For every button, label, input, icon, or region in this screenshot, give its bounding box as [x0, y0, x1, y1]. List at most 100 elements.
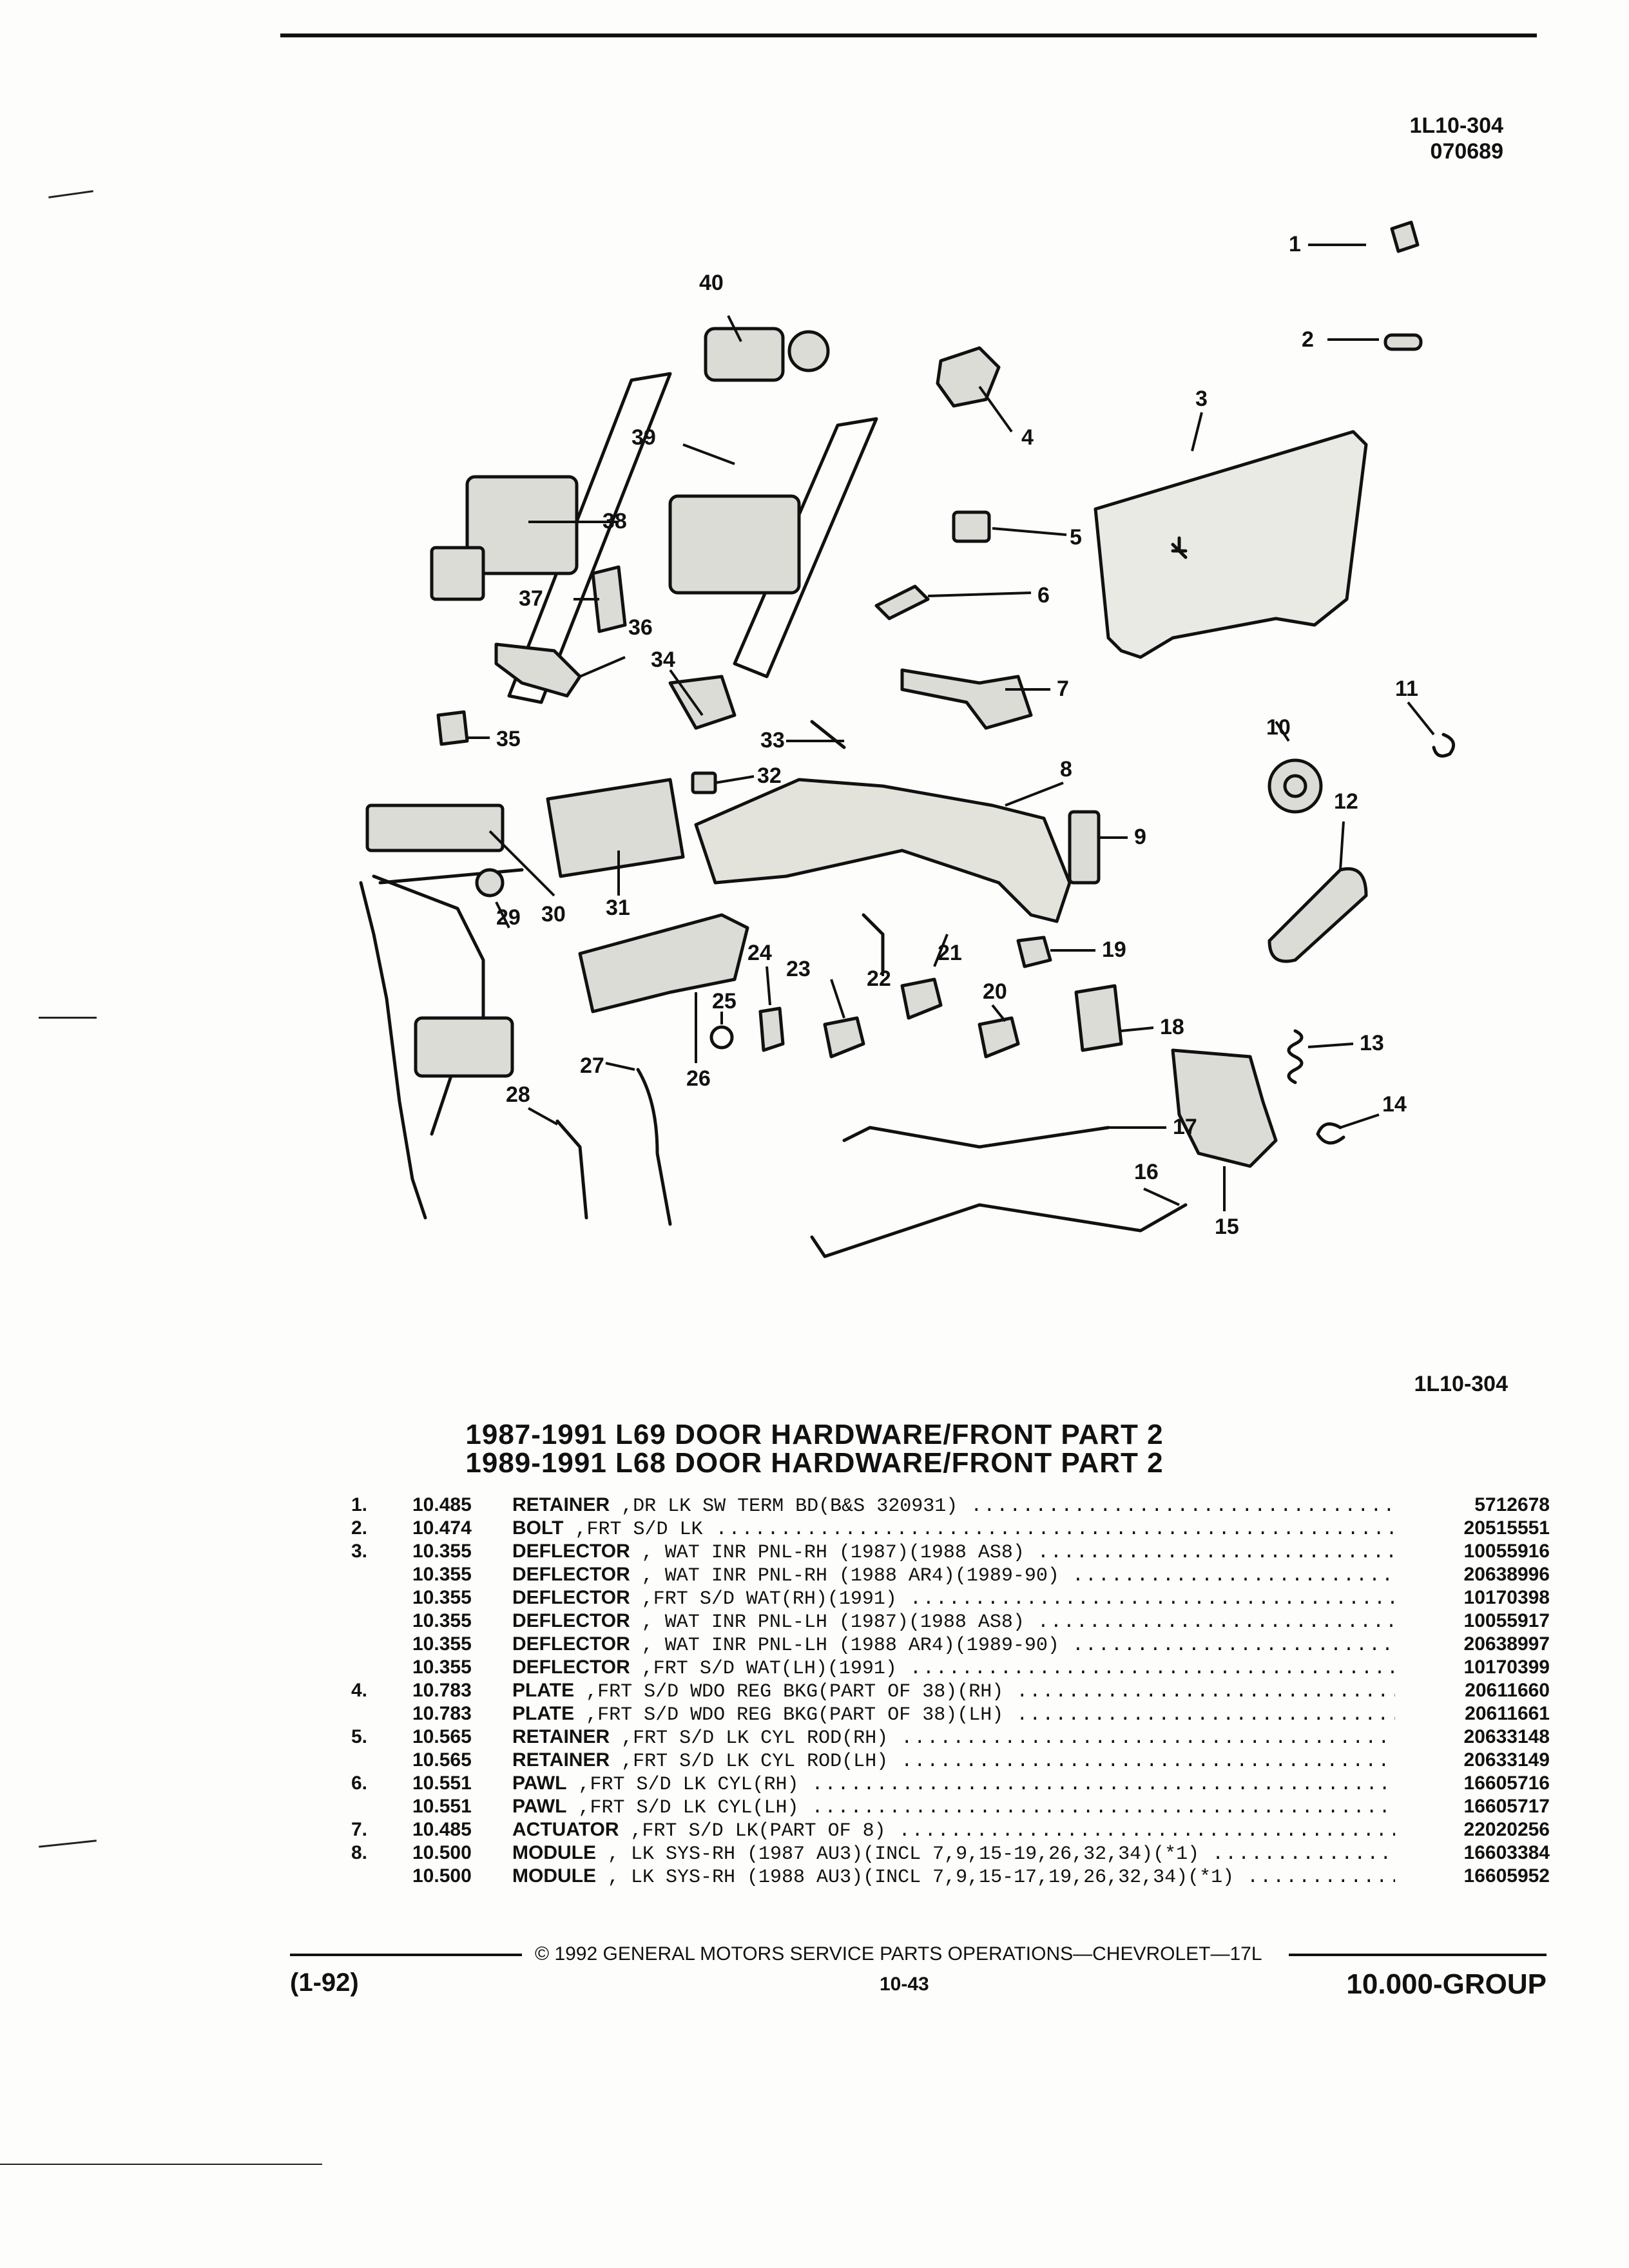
- copyright-line: © 1992 GENERAL MOTORS SERVICE PARTS OPER…: [535, 1943, 1262, 1965]
- door-pocket: [414, 1016, 514, 1078]
- scan-mark: [39, 1840, 97, 1848]
- pawl-6: [874, 584, 930, 620]
- callout-39: 39: [631, 425, 656, 450]
- leader-dots: ........................................…: [909, 1588, 1395, 1610]
- part-number: 10055917: [1463, 1610, 1550, 1631]
- group-code: 10.551: [412, 1773, 472, 1794]
- leader-dots: ........................................…: [1016, 1681, 1395, 1703]
- leader-lines: [467, 244, 1435, 1211]
- part-34: [668, 675, 737, 730]
- item-index: 6.: [351, 1773, 368, 1794]
- part-detail: ,FRT S/D WDO REG BKG(PART OF 38)(RH): [574, 1681, 1004, 1703]
- part-number: 20638997: [1463, 1633, 1550, 1655]
- part-number: 10055916: [1463, 1541, 1550, 1562]
- part-description: DEFLECTOR ,FRT S/D WAT(LH)(1991) .......…: [512, 1656, 1395, 1680]
- bezel-30: [365, 803, 505, 852]
- module-8: [694, 778, 1072, 923]
- callout-19: 19: [1102, 937, 1126, 962]
- screw-22: [862, 913, 885, 975]
- part-19: [1016, 936, 1052, 968]
- part-detail: ,FRT S/D WDO REG BKG(PART OF 38)(LH): [574, 1704, 1004, 1726]
- part-number: 20515551: [1463, 1517, 1550, 1539]
- item-index: 3.: [351, 1541, 368, 1562]
- plate-4: [936, 346, 1001, 408]
- callout-3: 3: [1195, 387, 1208, 411]
- part-detail: ,FRT S/D LK(PART OF 8): [619, 1820, 886, 1842]
- callout-1: 1: [1289, 232, 1301, 256]
- part-number: 16605717: [1463, 1796, 1550, 1817]
- motor-40: [704, 327, 785, 382]
- part-9: [1068, 810, 1101, 885]
- part-number: 10170398: [1463, 1587, 1550, 1608]
- part-name: DEFLECTOR: [512, 1541, 630, 1562]
- part-number: 20633149: [1463, 1749, 1550, 1771]
- part-number: 20611660: [1465, 1680, 1550, 1701]
- item-index: 8.: [351, 1842, 368, 1863]
- callout-31: 31: [606, 896, 630, 920]
- spring-14: [1316, 1122, 1345, 1145]
- title-line-2: 1989-1991 L68 DOOR HARDWARE/FRONT PART 2: [465, 1447, 1164, 1479]
- item-index: 2.: [351, 1517, 368, 1539]
- nut-29: [475, 868, 505, 898]
- part-33: [810, 720, 846, 749]
- callout-40: 40: [699, 271, 724, 295]
- parts-row: 4. 10.783 PLATE ,FRT S/D WDO REG BKG(PART …: [351, 1679, 1550, 1704]
- group-code: 10.355: [412, 1587, 472, 1608]
- part-18: [1074, 984, 1123, 1052]
- lock-cylinder-36: [494, 642, 582, 698]
- leader-dots: ........................................…: [715, 1519, 1395, 1541]
- part-number: 20611661: [1465, 1703, 1550, 1724]
- part-name: DEFLECTOR: [512, 1587, 630, 1608]
- reference-code: 1L10-304: [1409, 113, 1503, 138]
- part-detail: ,DR LK SW TERM BD(B&S 320931): [610, 1495, 958, 1517]
- leader-dots: ........................................…: [811, 1774, 1396, 1796]
- part-detail: ,FRT S/D LK: [563, 1519, 703, 1541]
- part-description: RETAINER ,FRT S/D LK CYL ROD(LH) .......…: [512, 1749, 1395, 1773]
- callout-9: 9: [1134, 825, 1146, 849]
- leader-dots: ........................................…: [1037, 1611, 1395, 1633]
- leader-dots: ........................................…: [901, 1751, 1395, 1773]
- part-detail: ,FRT S/D LK CYL(RH): [566, 1774, 799, 1796]
- exploded-parts-diagram: 1 2 3 4 5 6 7 8 9 10 11 12 13 14 15 16 1…: [359, 220, 1456, 1258]
- leader-dots: ........................................…: [1016, 1704, 1395, 1726]
- part-description: DEFLECTOR , WAT INR PNL-RH (1987)(1988 A…: [512, 1540, 1395, 1564]
- callout-24: 24: [747, 941, 772, 965]
- reference-code-bottom: 1L10-304: [1414, 1372, 1508, 1396]
- grommet-10-hole: [1283, 774, 1307, 798]
- callout-7: 7: [1057, 677, 1069, 701]
- part-detail: , LK SYS-RH (1987 AU3)(INCL 7,9,15-19,26…: [596, 1843, 1200, 1865]
- part-name: RETAINER: [512, 1749, 610, 1771]
- bolt-2: [1383, 333, 1423, 351]
- group-code: 10.485: [412, 1494, 472, 1515]
- part-detail: ,FRT S/D LK CYL(LH): [566, 1797, 799, 1819]
- callout-20: 20: [983, 979, 1007, 1004]
- parts-row: 6. 10.551 PAWL ,FRT S/D LK CYL(RH) .......…: [351, 1772, 1550, 1796]
- part-detail: , LK SYS-RH (1988 AU3)(INCL 7,9,15-17,19…: [596, 1867, 1235, 1888]
- callout-11: 11: [1395, 677, 1418, 701]
- callout-8: 8: [1060, 757, 1072, 782]
- leader-dots: ........................................…: [901, 1727, 1395, 1749]
- regulator-38-body: [465, 475, 579, 575]
- part-description: RETAINER ,FRT S/D LK CYL ROD(RH) .......…: [512, 1725, 1395, 1750]
- top-rule: [280, 34, 1537, 37]
- callout-37: 37: [519, 586, 543, 611]
- regulator-39-body: [668, 494, 801, 595]
- callout-22: 22: [867, 966, 891, 991]
- callout-36: 36: [628, 615, 653, 640]
- group-code: 10.783: [412, 1680, 472, 1701]
- leader-dots: ........................................…: [1212, 1843, 1395, 1865]
- item-index: 4.: [351, 1680, 368, 1701]
- group-code: 10.500: [412, 1842, 472, 1863]
- part-description: PAWL ,FRT S/D LK CYL(RH) ...............…: [512, 1772, 1395, 1796]
- section-titles: 1987-1991 L69 DOOR HARDWARE/FRONT PART 2…: [0, 1421, 1629, 1477]
- part-number: 16605716: [1463, 1773, 1550, 1794]
- spring-13: [1287, 1029, 1304, 1084]
- group-code: 10.565: [412, 1749, 472, 1771]
- part-description: MODULE , LK SYS-RH (1988 AU3)(INCL 7,9,1…: [512, 1865, 1395, 1889]
- part-description: PLATE ,FRT S/D WDO REG BKG(PART OF 38)(R…: [512, 1679, 1395, 1704]
